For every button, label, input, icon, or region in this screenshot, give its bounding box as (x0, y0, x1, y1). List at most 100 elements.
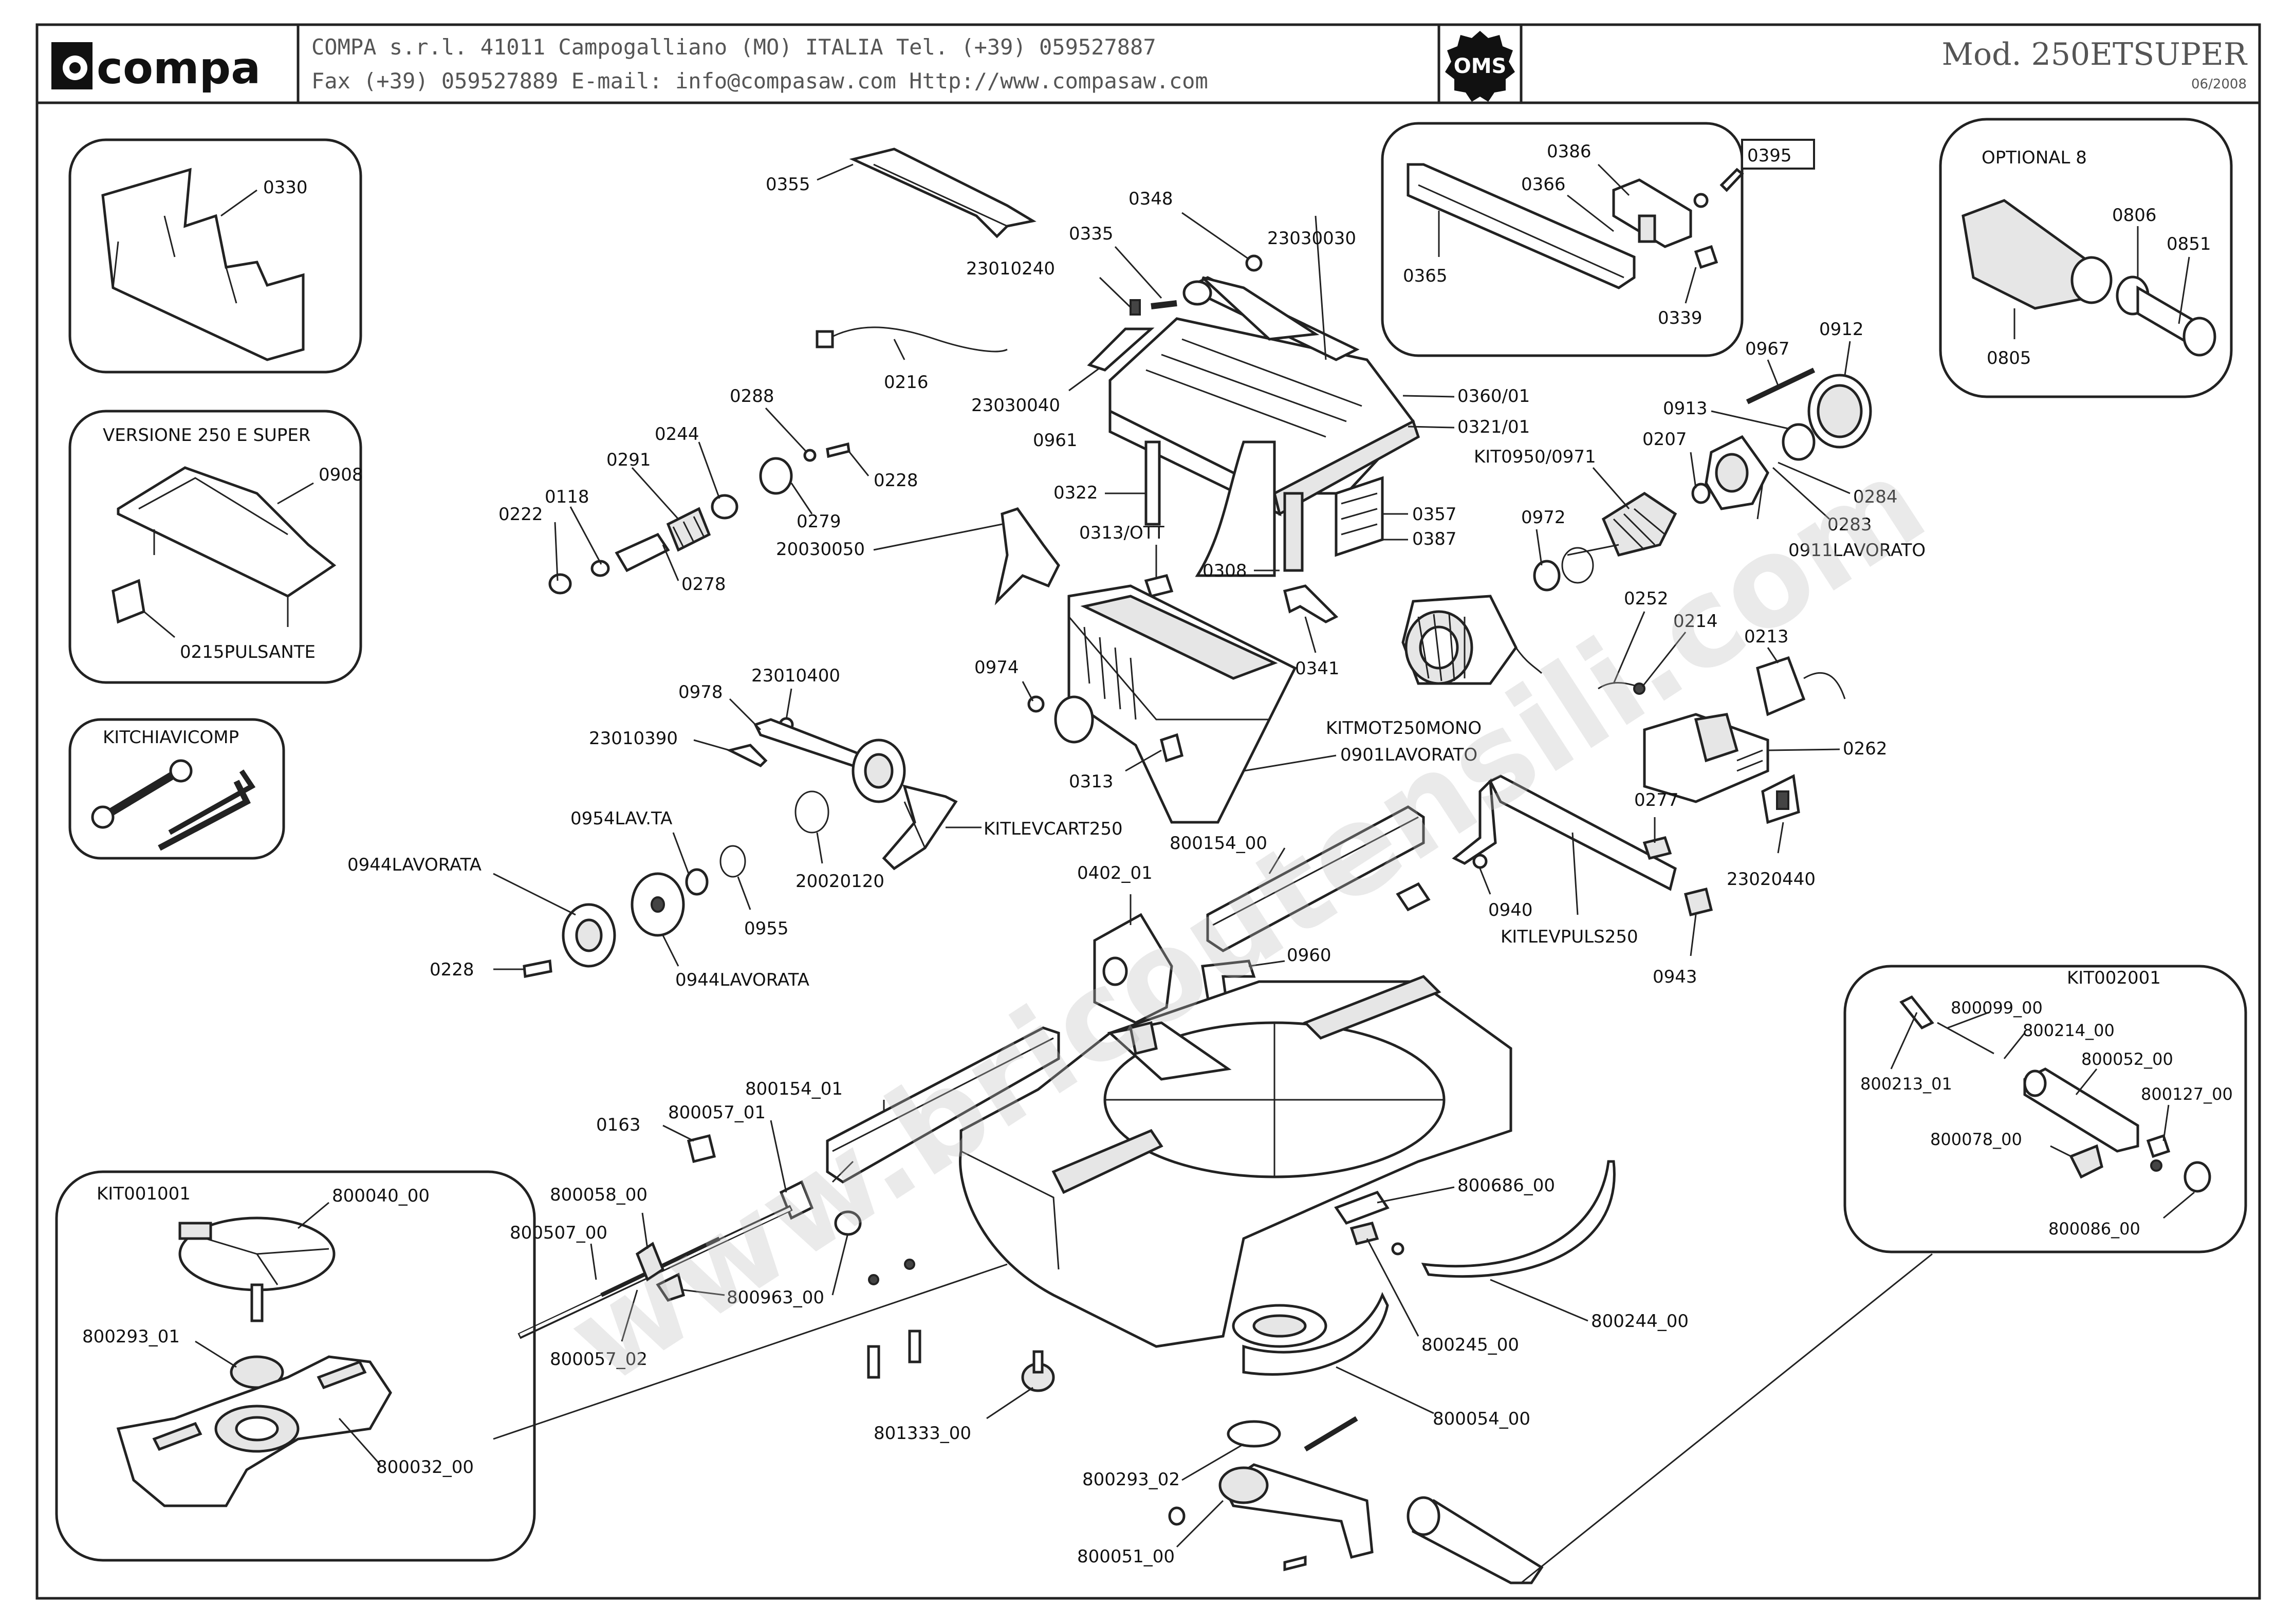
label-0386: 0386 (1547, 141, 1592, 162)
label-0335: 0335 (1069, 224, 1114, 244)
label-0978: 0978 (678, 682, 723, 703)
label-0944lavorata-b: 0944LAVORATA (675, 970, 809, 990)
label-0960: 0960 (1287, 945, 1331, 966)
label-0366: 0366 (1521, 174, 1566, 195)
label-0252: 0252 (1624, 588, 1669, 609)
revision-date: 06/2008 (2191, 77, 2247, 92)
part-0402-01: 0402_01 (1077, 863, 1173, 1024)
label-0365: 0365 (1403, 266, 1448, 286)
label-23010400: 23010400 (751, 666, 840, 686)
label-0395: 0395 (1747, 145, 1792, 166)
label-0972: 0972 (1521, 507, 1566, 528)
blade-group: 0944LAVORATA 0228 0944LAVORATA 0954LAV.T… (347, 808, 809, 990)
bevel-segments: 800686_00 800245_00 800244_00 800054_00 (1232, 1160, 1689, 1429)
contact-line: Fax (+39) 059527889 E-mail: info@compasa… (311, 68, 1208, 94)
kitchiavicomp-title: KITCHIAVICOMP (103, 727, 239, 748)
box-kit001001: KIT001001 800040_00 800293_01 800032_00 (55, 1170, 1008, 1562)
label-800032-00: 800032_00 (376, 1457, 474, 1478)
label-0974: 0974 (974, 657, 1019, 678)
label-0961: 0961 (1033, 430, 1078, 451)
label-kitlevcart250: KITLEVCART250 (984, 819, 1123, 839)
label-800099-00: 800099_00 (1951, 998, 2043, 1018)
label-0228-b: 0228 (430, 959, 474, 980)
label-0279: 0279 (797, 511, 841, 532)
label-800293-02: 800293_02 (1082, 1469, 1180, 1490)
part-800051: 800293_02 800051_00 (1077, 1416, 1374, 1572)
label-0215pulsante: 0215PULSANTE (180, 642, 316, 662)
label-800078-00: 800078_00 (1930, 1130, 2022, 1149)
label-800244-00: 800244_00 (1591, 1311, 1689, 1332)
switch-group: 0252 0214 0213 0262 23020440 (1598, 588, 1888, 890)
label-kitmot250mono: KITMOT250MONO (1326, 718, 1482, 739)
label-0348: 0348 (1128, 189, 1173, 209)
label-800054-00: 800054_00 (1433, 1409, 1530, 1429)
label-800507-00: 800507_00 (510, 1223, 607, 1243)
seal-text: OMS (1454, 54, 1507, 78)
part-0348: 0348 (1128, 189, 1263, 272)
label-0278: 0278 (681, 574, 726, 595)
part-0341: 0341 (1283, 584, 1340, 679)
label-0322: 0322 (1053, 483, 1098, 503)
label-0908: 0908 (319, 465, 363, 485)
drawing-frame (35, 23, 2261, 1600)
label-0943: 0943 (1653, 967, 1697, 987)
label-800293-01: 800293_01 (82, 1326, 180, 1347)
motor-housing-0901: 0901LAVORATO 0974 0313 (974, 584, 1477, 824)
box-kitchiavicomp: KITCHIAVICOMP (68, 718, 285, 860)
label-0402-01: 0402_01 (1077, 863, 1153, 883)
label-800052-00: 800052_00 (2081, 1049, 2173, 1069)
wrench-icon (91, 759, 193, 829)
box-0330: 0330 (68, 138, 362, 374)
spindle-group-left: 0222 0118 0278 0291 0244 0279 0288 0228 (498, 386, 918, 595)
label-0118: 0118 (545, 487, 589, 507)
label-0244: 0244 (655, 424, 699, 445)
label-800214-00: 800214_00 (2023, 1021, 2115, 1040)
label-0954lav-ta: 0954LAV.TA (570, 808, 672, 829)
label-0321-01: 0321/01 (1457, 417, 1530, 437)
box-versione: VERSIONE 250 E SUPER 0908 0215PULSANTE (68, 410, 363, 684)
title-block: compa COMPA s.r.l. 41011 Campogalliano (… (37, 25, 2260, 104)
label-800154-01: 800154_01 (745, 1079, 843, 1099)
label-0944lavorata-a: 0944LAVORATA (347, 855, 482, 875)
part-0216-cord: 0216 (816, 326, 1008, 393)
fence-800154-00: 800154_00 (1170, 805, 1431, 952)
label-20020120: 20020120 (795, 871, 884, 892)
label-0288: 0288 (730, 386, 774, 407)
compa-logo: compa (51, 42, 261, 94)
main-base-turntable (959, 975, 1512, 1348)
label-0330: 0330 (263, 177, 308, 198)
label-0955: 0955 (744, 918, 789, 939)
label-0355: 0355 (766, 174, 810, 195)
label-801333-00: 801333_00 (874, 1423, 971, 1444)
label-800057-01: 800057_01 (668, 1102, 766, 1123)
label-800213-01: 800213_01 (1860, 1074, 1952, 1094)
label-0163: 0163 (596, 1115, 641, 1135)
label-800086-00: 800086_00 (2048, 1219, 2140, 1239)
label-800040-00: 800040_00 (332, 1186, 430, 1206)
label-0213: 0213 (1744, 626, 1789, 647)
label-0387: 0387 (1412, 529, 1457, 549)
label-23030040: 23030040 (971, 395, 1060, 416)
label-0913: 0913 (1663, 398, 1708, 419)
box-kit002001: KIT002001 800213_01 800099_00 800214_00 … (1843, 965, 2247, 1253)
label-0851: 0851 (2167, 234, 2211, 254)
part-0313-ott: 0313/OTT (1079, 523, 1174, 598)
optional-8-title: OPTIONAL 8 (1982, 147, 2087, 168)
label-800051-00: 800051_00 (1077, 1546, 1175, 1567)
label-800154-00: 800154_00 (1170, 833, 1267, 854)
label-0967: 0967 (1745, 339, 1790, 359)
label-23020440: 23020440 (1727, 869, 1816, 890)
label-0262: 0262 (1843, 739, 1888, 759)
label-0214: 0214 (1673, 611, 1718, 632)
label-0339: 0339 (1658, 308, 1703, 328)
part-0355: 0355 (766, 147, 1037, 238)
part-kitlevpuls250: 0277 0940 KITLEVPULS250 0943 (1452, 774, 1713, 987)
label-0284: 0284 (1853, 487, 1898, 507)
part-20030050: 20030050 (776, 507, 1060, 605)
label-kitlevpuls250: KITLEVPULS250 (1501, 927, 1638, 947)
oms-seal: OMS (1445, 31, 1515, 102)
label-800963-00: 800963_00 (727, 1287, 824, 1308)
label-0277: 0277 (1634, 790, 1679, 810)
label-0360-01: 0360/01 (1457, 386, 1530, 407)
